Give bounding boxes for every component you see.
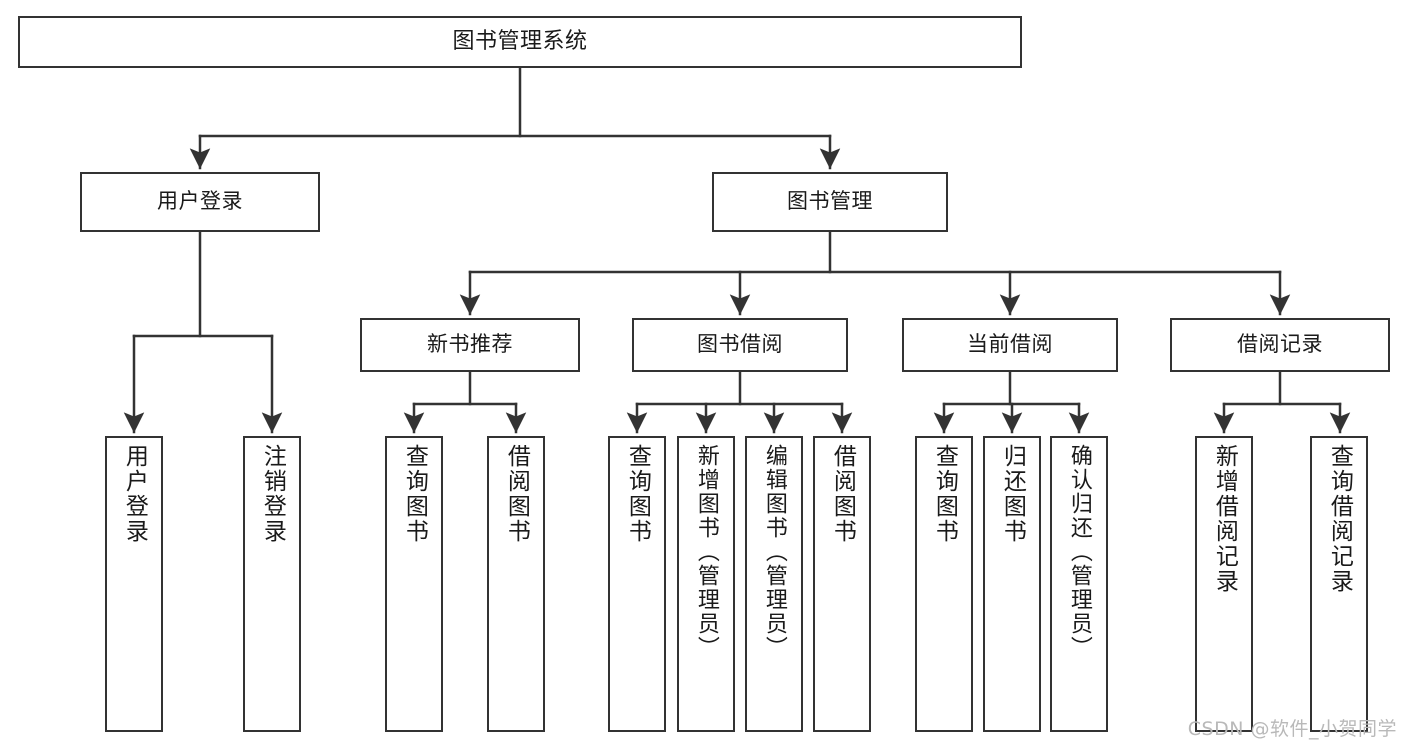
node-borrow-records[interactable]: 借阅记录 [1170,318,1390,372]
node-current-borrow-label: 当前借阅 [967,332,1053,357]
node-leaf-add-book[interactable]: 新增图书（管理员） [677,436,735,732]
node-user-login[interactable]: 用户登录 [80,172,320,232]
node-leaf-confirm-return-label: 确认归还（管理员） [1066,444,1092,660]
node-leaf-query-borrow-record-label: 查询借阅记录 [1326,444,1353,594]
node-leaf-confirm-return[interactable]: 确认归还（管理员） [1050,436,1108,732]
node-leaf-add-borrow-record[interactable]: 新增借阅记录 [1195,436,1253,732]
node-leaf-query-books-2-label: 查询图书 [624,444,651,544]
node-current-borrow[interactable]: 当前借阅 [902,318,1118,372]
node-leaf-borrow-books-2-label: 借阅图书 [829,444,856,544]
node-root[interactable]: 图书管理系统 [18,16,1022,68]
node-book-management[interactable]: 图书管理 [712,172,948,232]
node-book-management-label: 图书管理 [787,189,873,214]
node-leaf-logout-label: 注销登录 [259,444,286,544]
node-book-borrow-label: 图书借阅 [697,332,783,357]
node-leaf-query-books-3-label: 查询图书 [931,444,958,544]
node-leaf-return-book-label: 归还图书 [999,444,1026,544]
node-leaf-query-books-1-label: 查询图书 [401,444,428,544]
node-leaf-borrow-books-1-label: 借阅图书 [503,444,530,544]
node-leaf-return-book[interactable]: 归还图书 [983,436,1041,732]
node-book-borrow[interactable]: 图书借阅 [632,318,848,372]
node-leaf-query-books-2[interactable]: 查询图书 [608,436,666,732]
node-leaf-query-borrow-record[interactable]: 查询借阅记录 [1310,436,1368,732]
node-leaf-add-book-label: 新增图书（管理员） [693,444,719,660]
csdn-watermark: CSDN @软件_小贺同学 [1187,718,1397,740]
node-root-label: 图书管理系统 [452,28,588,54]
node-leaf-query-books-3[interactable]: 查询图书 [915,436,973,732]
node-leaf-edit-book-label: 编辑图书（管理员） [761,444,787,660]
node-user-login-label: 用户登录 [157,189,243,214]
node-new-book-recommendation-label: 新书推荐 [427,332,513,357]
node-leaf-query-books-1[interactable]: 查询图书 [385,436,443,732]
node-leaf-user-login[interactable]: 用户登录 [105,436,163,732]
node-leaf-logout[interactable]: 注销登录 [243,436,301,732]
node-leaf-borrow-books-2[interactable]: 借阅图书 [813,436,871,732]
node-leaf-edit-book[interactable]: 编辑图书（管理员） [745,436,803,732]
node-leaf-borrow-books-1[interactable]: 借阅图书 [487,436,545,732]
node-leaf-user-login-label: 用户登录 [121,444,148,544]
node-new-book-recommendation[interactable]: 新书推荐 [360,318,580,372]
node-leaf-add-borrow-record-label: 新增借阅记录 [1211,444,1238,594]
node-borrow-records-label: 借阅记录 [1237,332,1323,357]
